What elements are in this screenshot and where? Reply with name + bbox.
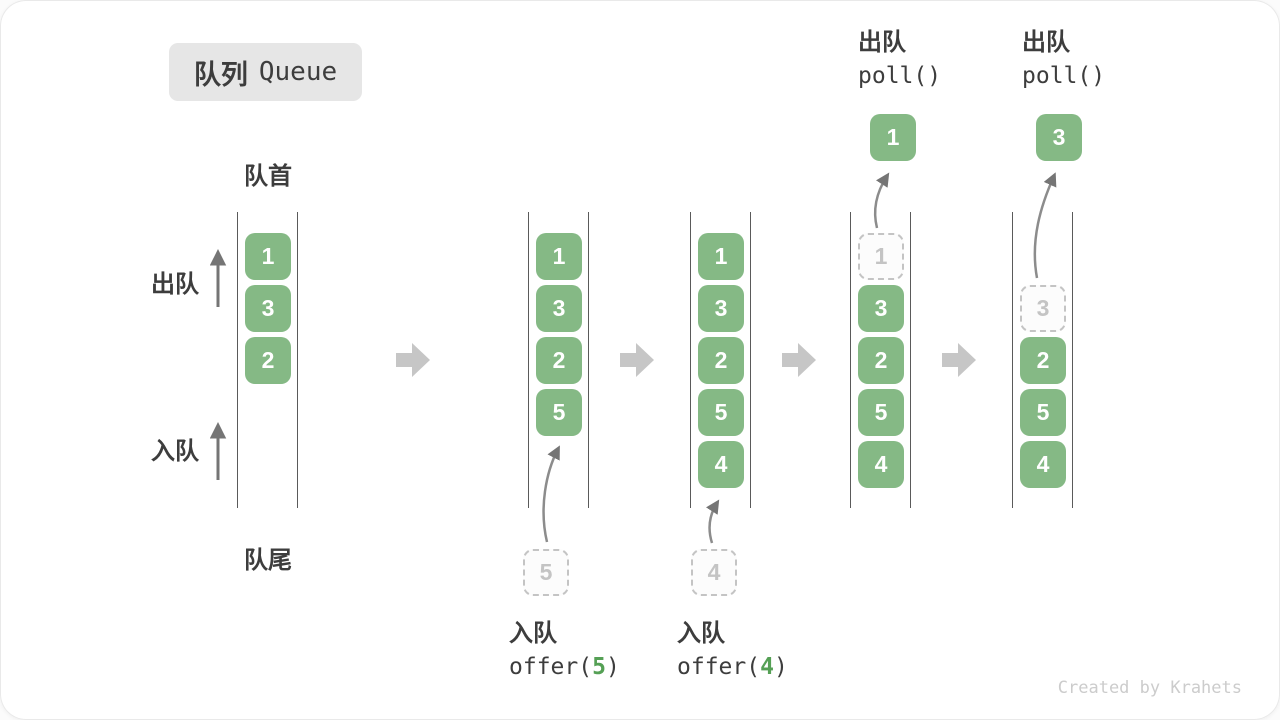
queue-rear-label: 队尾 (244, 547, 292, 574)
queue-item-box: 3 (858, 285, 904, 332)
queue-item-box: 4 (1020, 441, 1066, 488)
dequeue-op-label-1: 出队 poll() (858, 26, 941, 92)
title-en: Queue (258, 57, 338, 87)
queue-front-label: 队首 (244, 163, 292, 190)
step-arrow-icon (620, 343, 654, 377)
queue-item-box: 4 (698, 441, 744, 488)
enqueue-op-call: offer(5) (509, 654, 620, 680)
enqueue-op-call: offer(4) (677, 654, 788, 680)
enqueue-op-label-1: 入队 offer(5) (509, 617, 620, 683)
enqueue-op-cn: 入队 (677, 620, 725, 647)
queue-item-box: 3 (698, 285, 744, 332)
queue-item-box: 4 (858, 441, 904, 488)
queue-state-1: 1 3 2 (237, 212, 298, 508)
enqueue-arg: 5 (592, 654, 606, 680)
queue-state-4: 1 3 2 5 4 (850, 212, 911, 508)
queue-item-box: 3 (245, 285, 291, 332)
dequeue-op-cn: 出队 (858, 29, 906, 56)
diagram-title: 队列 Queue (169, 43, 362, 101)
step-arrow-icon (942, 343, 976, 377)
dequeue-op-call: poll() (1022, 63, 1106, 89)
queue-item-box: 2 (858, 337, 904, 384)
step-arrow-icon (396, 343, 430, 377)
queue-state-3: 1 3 2 5 4 (690, 212, 751, 508)
queue-item-box: 1 (245, 233, 291, 280)
enqueue-arg: 4 (760, 654, 774, 680)
title-cn: 队列 (193, 59, 248, 90)
queue-item-box: 5 (536, 389, 582, 436)
enqueue-motion-arrow-icon (706, 499, 720, 544)
queue-item-box: 1 (536, 233, 582, 280)
queue-item-box: 2 (698, 337, 744, 384)
queue-item-box: 2 (245, 337, 291, 384)
enqueue-op-label-2: 入队 offer(4) (677, 617, 788, 683)
watermark: Created by Krahets (1057, 678, 1242, 698)
queue-state-5: 3 2 5 4 (1012, 212, 1073, 508)
dequeue-op-cn: 出队 (1022, 29, 1070, 56)
dequeue-op-call: poll() (858, 63, 942, 89)
queue-item-removed-box: 3 (1020, 285, 1066, 332)
queue-item-box: 1 (698, 233, 744, 280)
dequeued-item-box: 3 (1036, 114, 1082, 161)
queue-item-pending-box: 4 (691, 549, 737, 596)
queue-item-pending-box: 5 (523, 549, 569, 596)
queue-item-box: 2 (536, 337, 582, 384)
queue-item-box: 5 (1020, 389, 1066, 436)
queue-item-box: 3 (536, 285, 582, 332)
enqueue-side-label: 入队 (151, 438, 199, 465)
dequeue-side-label: 出队 (151, 271, 199, 298)
queue-state-2: 1 3 2 5 (528, 212, 589, 508)
enqueue-op-cn: 入队 (509, 620, 557, 647)
queue-item-box: 5 (858, 389, 904, 436)
queue-item-box: 5 (698, 389, 744, 436)
dequeue-op-label-2: 出队 poll() (1022, 26, 1105, 92)
queue-item-box: 2 (1020, 337, 1066, 384)
dequeued-item-box: 1 (870, 114, 916, 161)
queue-item-removed-box: 1 (858, 233, 904, 280)
step-arrow-icon (782, 343, 816, 377)
